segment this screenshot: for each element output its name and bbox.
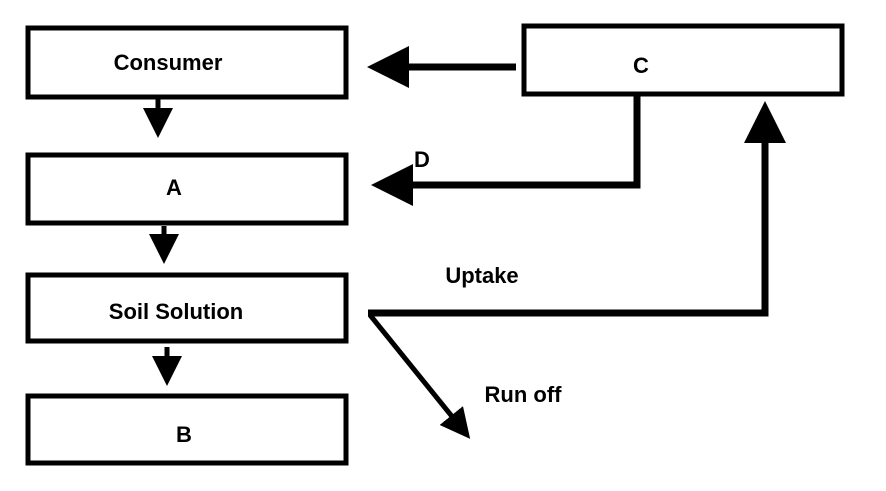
soil-solution-node: Soil Solution [25,272,349,344]
c-box [521,23,845,97]
arrow-run-off [368,313,471,439]
consumer-label: Consumer [114,50,223,75]
arrow-c-to-a [371,95,641,206]
arrow-uptake [368,101,786,317]
a-label: A [166,175,182,200]
d-label: D [414,147,430,172]
uptake-label: Uptake [445,263,518,288]
run-off-label: Run off [485,382,563,407]
a-box [25,152,349,226]
consumer-node: Consumer [25,25,349,100]
c-node: C [521,23,845,97]
b-node: B [25,393,349,466]
consumer-box [25,25,349,100]
c-label: C [633,53,649,78]
soil-solution-label: Soil Solution [109,299,243,324]
b-label: B [176,422,192,447]
b-box [25,393,349,466]
a-node: A [25,152,349,226]
soil-solution-box [25,272,349,344]
